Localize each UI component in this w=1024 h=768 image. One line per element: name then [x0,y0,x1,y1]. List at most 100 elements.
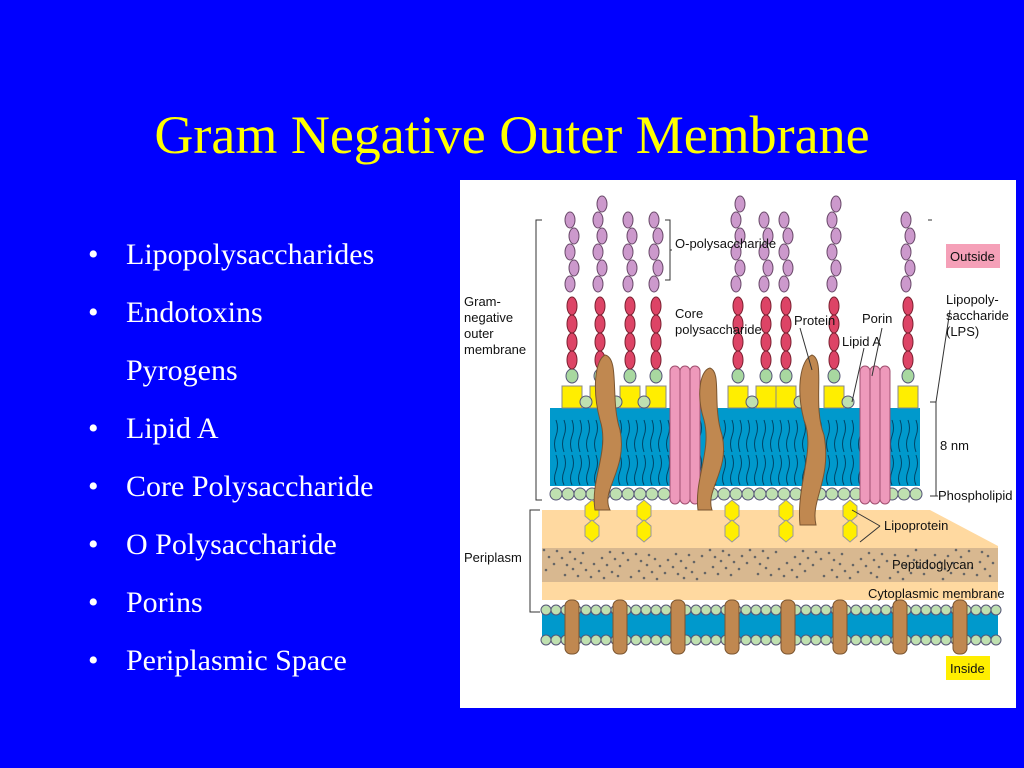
label-gram-negative-4: membrane [464,342,526,357]
o-chain-sugar [734,195,746,213]
label-lipid-a: Lipid A [842,334,881,349]
bullet-text: O Polysaccharide [126,528,337,561]
o-chain-sugar [762,227,774,245]
o-chain-sugar [564,275,576,293]
lipid-tail [586,419,590,453]
label-lipoprotein: Lipoprotein [884,518,948,533]
label-lps-3: (LPS) [946,324,979,339]
lipid-tail [562,454,566,486]
pg-dot [753,555,757,559]
cm-head-top [850,604,862,616]
pg-dot [959,555,963,559]
o-chain-sugar [568,227,580,245]
lipid-tail [842,454,846,486]
lps-base-sugar [623,368,637,384]
o-chain-sugar [762,259,774,277]
core-sugar [780,332,792,352]
pg-dot [589,575,593,579]
phospholipid-head [765,487,779,501]
pg-dot [576,574,580,578]
core-sugar [902,296,914,316]
label-lps-2: saccharide [946,308,1009,323]
phospholipid-head [825,487,839,501]
cm-head-top [690,604,702,616]
lipoprotein-hex [842,519,858,543]
bullet-item: •Endotoxins [88,290,374,348]
core-sugar [732,350,744,370]
cm-head-top [800,604,812,616]
phospholipid-head [717,487,731,501]
cm-head-top [870,604,882,616]
label-outside: Outside [950,249,995,264]
pg-dot [602,576,606,580]
pg-dot [851,563,855,567]
core-sugar [828,350,840,370]
bullet-text: Lipopolysaccharides [126,238,375,271]
bullet-text: Periplasmic Space [126,644,347,677]
bullet-text: Porins [126,586,203,619]
o-chain-sugar [730,275,742,293]
pg-dot [692,560,696,564]
cm-head-top [920,604,932,616]
lipid-tail [730,419,734,453]
cm-head-bottom [910,634,922,646]
o-chain-sugar [592,211,604,229]
pg-dot [880,552,884,556]
inside-tag [946,656,990,680]
pg-dot [785,561,789,565]
pg-dot [547,555,551,559]
pg-dot [896,570,900,574]
o-chain-sugar [648,275,660,293]
membrane-diagram-svg: Gram- negative outer membrane O-polysacc… [464,195,1012,680]
lipid-tail [634,419,638,453]
pg-dot [700,554,704,558]
o-chain-sugar [826,211,838,229]
cm-head-bottom [540,634,552,646]
phospholipid-head [561,487,575,501]
cm-protein [952,599,968,655]
pg-dot [737,567,741,571]
cm-head-top [750,604,762,616]
cm-head-top [740,604,752,616]
pg-dot [729,573,733,577]
lipid-tail [666,454,670,486]
core-sugar [780,314,792,334]
lipoprotein-hex [842,499,858,523]
lipid-tail [898,419,902,453]
bullet-item: •Porins [88,580,374,638]
cm-head-top [580,604,592,616]
pg-dot [793,555,797,559]
pg-dot [827,551,831,555]
lipid-tail [826,454,830,486]
pg-dot [835,575,839,579]
label-cytoplasmic-membrane: Cytoplasmic membrane [868,586,1005,601]
label-peptidoglycan: Peptidoglycan [892,557,974,572]
pg-dot [745,561,749,565]
pg-dot [581,551,585,555]
phospholipid-head [621,487,635,501]
pg-dot [922,572,926,576]
o-chain-sugar [734,259,746,277]
pg-dot [608,550,612,554]
o-chain-sugar [830,227,842,245]
label-core-2: polysaccharide [675,322,762,337]
o-chain-sugar [826,243,838,261]
lipid-tail [914,454,918,486]
core-sugar [566,296,578,316]
phospholipid-head [897,487,911,501]
pg-dot [822,574,826,578]
pg-dot [552,562,556,566]
lipid-a-square [619,385,641,409]
lipid-tail [906,454,910,486]
lipid-tail [914,419,918,453]
pg-dot [867,551,871,555]
lipoproteins [584,499,858,543]
pg-dot [814,550,818,554]
o-chain-sugar [758,243,770,261]
pg-dot [983,567,987,571]
pg-dot [658,564,662,568]
pg-dot [618,564,622,568]
membrane-diagram: Gram- negative outer membrane O-polysacc… [460,180,1016,708]
label-o-polysaccharide: O-polysaccharide [675,236,776,251]
pg-dot [872,558,876,562]
